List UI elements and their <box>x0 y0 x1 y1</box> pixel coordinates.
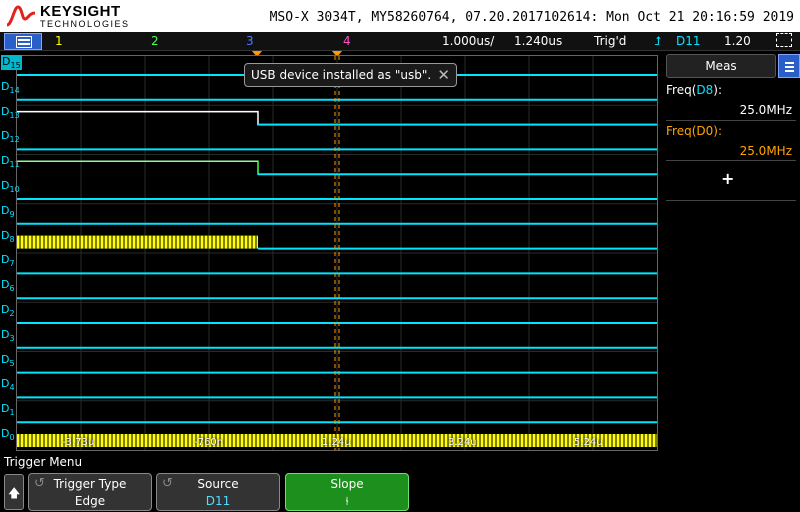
meas-value-d0: 25.0MHz <box>739 144 792 158</box>
channel-label-d6[interactable]: D6 <box>1 278 15 294</box>
channel-label-d1[interactable]: D1 <box>1 402 15 418</box>
channel-label-d9[interactable]: D9 <box>1 203 15 219</box>
meas-menu-icon[interactable] <box>778 54 800 78</box>
meas-tab[interactable]: Meas <box>666 54 776 78</box>
channel-label-d13[interactable]: D13 <box>1 104 20 120</box>
channel-label-d5[interactable]: D5 <box>1 352 15 368</box>
channel-label-d10[interactable]: D10 <box>1 179 20 195</box>
trigger-source[interactable]: D11 <box>676 34 701 48</box>
channel-3-marker <box>252 51 262 57</box>
rotate-icon: ↺ <box>34 476 45 491</box>
softkey-bar: 🡅 ↺ Trigger Type Edge ↺ Source D11 Slope… <box>0 472 800 512</box>
trace-d8-burst <box>17 235 258 249</box>
usb-notification: USB device installed as "usb". ✕ <box>244 63 457 87</box>
add-measurement-button[interactable]: + <box>721 169 735 188</box>
channel-label-d15[interactable]: D15 <box>1 55 22 71</box>
channel-label-d11[interactable]: D11 <box>1 154 20 170</box>
slope-softkey[interactable]: Slope ⫮ <box>285 473 409 511</box>
trigger-level[interactable]: 1.20 <box>724 34 751 48</box>
time-label: -3.73u <box>62 437 95 448</box>
channel-label-d4[interactable]: D4 <box>1 377 15 393</box>
channel-3-indicator[interactable]: 3 <box>246 34 254 48</box>
meas-value-d8: 25.0MHz <box>739 103 792 117</box>
channel-1-indicator[interactable]: 1 <box>55 34 63 48</box>
menu-icon <box>16 36 32 48</box>
waveform-canvas <box>17 56 657 450</box>
model-info: MSO-X 3034T, MY58260764, 07.20.201710261… <box>269 10 794 25</box>
channel-label-d2[interactable]: D2 <box>1 303 15 319</box>
trigger-type-softkey[interactable]: ↺ Trigger Type Edge <box>28 473 152 511</box>
time-label: 1.24u <box>322 437 351 448</box>
delay-value[interactable]: 1.240us <box>514 34 563 48</box>
channel-label-d3[interactable]: D3 <box>1 327 15 343</box>
timebase-value[interactable]: 1.000us/ <box>442 34 495 48</box>
main-menu-button[interactable] <box>4 33 42 50</box>
time-label: 3.24u <box>448 437 477 448</box>
menu-title: Trigger Menu <box>4 455 83 469</box>
time-label: 5.24u <box>574 437 603 448</box>
rotate-icon: ↺ <box>162 476 173 491</box>
channel-2-indicator[interactable]: 2 <box>151 34 159 48</box>
meas-label-d0[interactable]: Freq(D0): <box>666 124 722 138</box>
channel-label-d8[interactable]: D8 <box>1 228 15 244</box>
trigger-position-marker <box>332 51 342 57</box>
time-label: -760n <box>194 437 224 448</box>
source-softkey[interactable]: ↺ Source D11 <box>156 473 280 511</box>
zoom-icon[interactable] <box>776 33 792 47</box>
up-arrow-icon: 🡅 <box>8 486 21 500</box>
measurement-panel: Meas Freq(D8): 25.0MHz Freq(D0): 25.0MHz… <box>662 52 800 452</box>
status-bar: 1 2 3 4 1.000us/ 1.240us Trig'd ⮥ D11 1.… <box>0 32 800 51</box>
close-icon[interactable]: ✕ <box>437 66 450 84</box>
meas-label-d8[interactable]: Freq(D8): <box>666 83 722 97</box>
waveform-display[interactable] <box>16 55 658 451</box>
channel-label-d14[interactable]: D14 <box>1 79 20 95</box>
channel-4-indicator[interactable]: 4 <box>343 34 351 48</box>
trigger-slope-icon: ⮥ <box>654 34 662 48</box>
trigger-state: Trig'd <box>594 34 627 48</box>
channel-label-d0[interactable]: D0 <box>1 427 15 443</box>
channel-label-d7[interactable]: D7 <box>1 253 15 269</box>
keysight-logo: KEYSIGHT TECHNOLOGIES <box>6 2 136 30</box>
trace-d0-burst <box>17 434 657 447</box>
channel-label-d12[interactable]: D12 <box>1 129 20 145</box>
title-bar: KEYSIGHT TECHNOLOGIES MSO-X 3034T, MY582… <box>0 0 800 32</box>
back-button[interactable]: 🡅 <box>4 474 24 510</box>
